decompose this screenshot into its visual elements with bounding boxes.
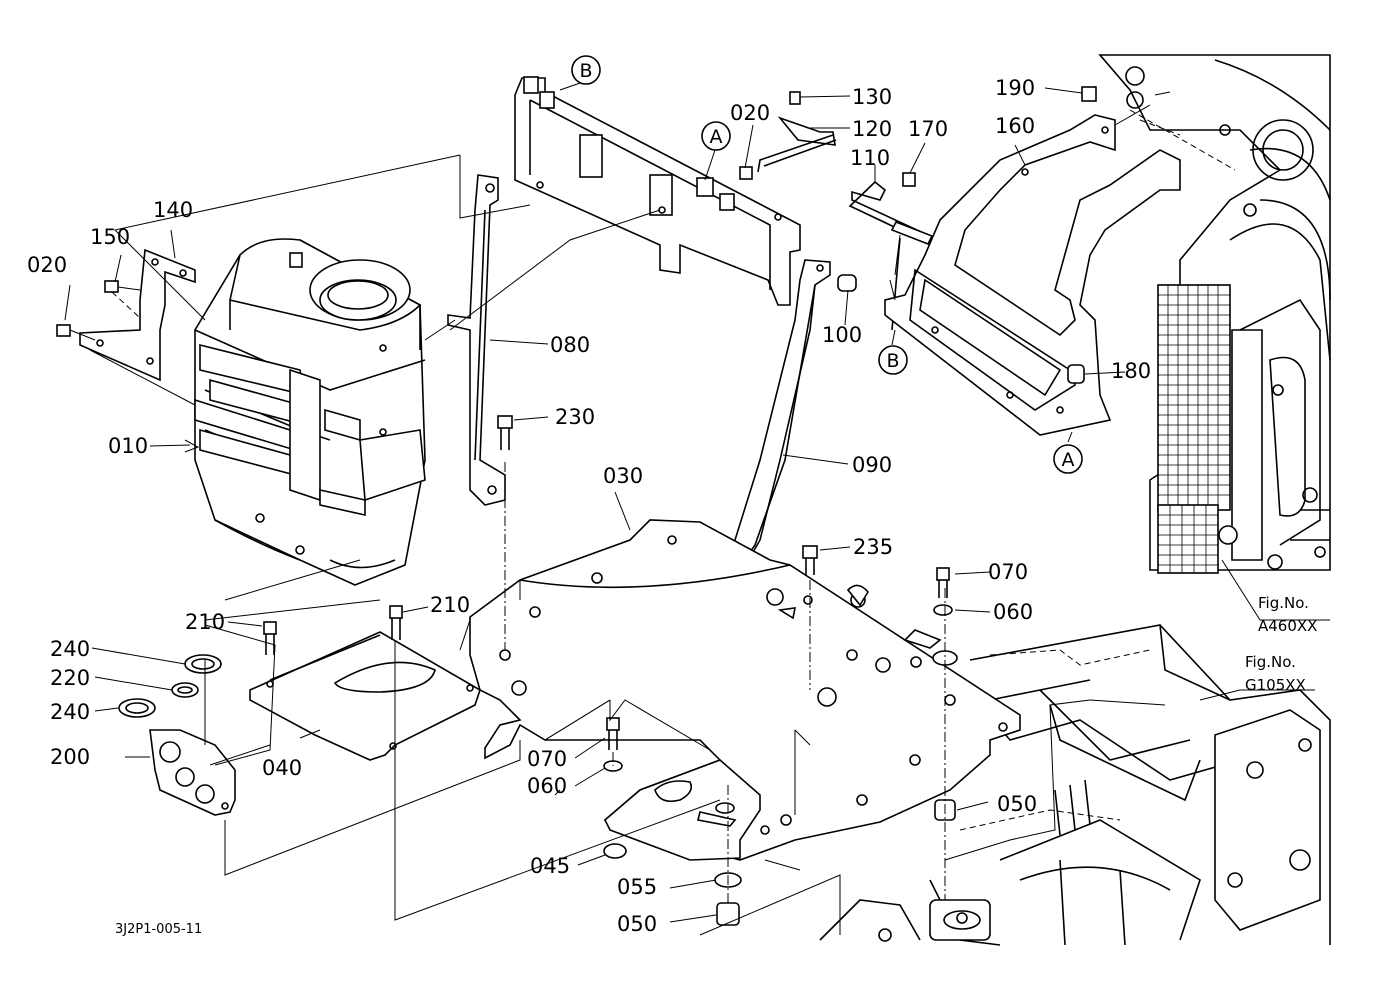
plate-040-drawing (249, 631, 481, 761)
upper-bracket-drawing (514, 76, 801, 306)
callout-240-bottom: 240 (50, 700, 90, 724)
callout-150: 150 (90, 225, 130, 249)
chassis-frame-drawing (819, 624, 1331, 946)
callout-230: 230 (555, 405, 595, 429)
callout-050-right: 050 (997, 792, 1037, 816)
marker-a-right (1053, 444, 1083, 474)
callout-120: 120 (852, 117, 892, 141)
callout-055: 055 (617, 875, 657, 899)
callout-210-left: 210 (185, 610, 225, 634)
callout-170: 170 (908, 117, 948, 141)
marker-a-top-label: A (710, 126, 723, 148)
callout-080: 080 (550, 333, 590, 357)
marker-b-right (878, 345, 908, 375)
callout-090: 090 (852, 453, 892, 477)
callout-060-left: 060 (527, 774, 567, 798)
callout-070-right: 070 (988, 560, 1028, 584)
marker-b-right-label: B (886, 350, 899, 372)
reference-lines (89, 104, 1236, 936)
callout-190: 190 (995, 76, 1035, 100)
callout-140: 140 (153, 198, 193, 222)
callout-110: 110 (850, 146, 890, 170)
ref-g105-caption: Fig.No. (1245, 653, 1296, 671)
drawing-code: 3J2P1-005-11 (115, 922, 202, 937)
leader-lines (64, 81, 1330, 923)
callout-020-top: 020 (730, 101, 770, 125)
circle-markers: B A B A (571, 55, 1083, 474)
stay-080-drawing (447, 174, 506, 506)
bracket-140-drawing (56, 248, 196, 382)
callout-010: 010 (108, 434, 148, 458)
ref-a460-number: A460XX (1258, 617, 1317, 635)
callout-160: 160 (995, 114, 1035, 138)
pedal-plate-drawing (604, 759, 761, 861)
figure-references: Fig.No. A460XX Fig.No. G105XX (1245, 594, 1317, 694)
callout-235: 235 (853, 535, 893, 559)
air-cleaner-drawing (194, 238, 426, 586)
callout-030: 030 (603, 464, 643, 488)
link-rods-drawing (757, 116, 934, 331)
callout-labels: 010 020 020 030 040 045 050 050 055 060 … (27, 76, 1151, 936)
cover-200-drawing (149, 729, 236, 816)
callout-070-left: 070 (527, 747, 567, 771)
callout-100: 100 (822, 323, 862, 347)
marker-a-top (701, 121, 731, 151)
radiator-assembly-drawing (1098, 54, 1331, 574)
marker-b-top-label: B (579, 60, 592, 82)
callout-050-bottom: 050 (617, 912, 657, 936)
callout-130: 130 (852, 85, 892, 109)
ref-g105-number: G105XX (1245, 676, 1306, 694)
radiator-fins (1158, 285, 1230, 510)
callout-040: 040 (262, 756, 302, 780)
callout-045: 045 (530, 854, 570, 878)
callout-180: 180 (1111, 359, 1151, 383)
callout-220: 220 (50, 666, 90, 690)
callout-060-right: 060 (993, 600, 1033, 624)
floor-plate-drawing (469, 519, 1021, 861)
marker-a-right-label: A (1062, 449, 1075, 471)
callout-240-top: 240 (50, 637, 90, 661)
bracket-160-drawing (884, 86, 1181, 436)
ref-a460-caption: Fig.No. (1258, 594, 1309, 612)
marker-b-top (571, 55, 601, 85)
callout-210-center: 210 (430, 593, 470, 617)
callout-200: 200 (50, 745, 90, 769)
callout-020-left: 020 (27, 253, 67, 277)
